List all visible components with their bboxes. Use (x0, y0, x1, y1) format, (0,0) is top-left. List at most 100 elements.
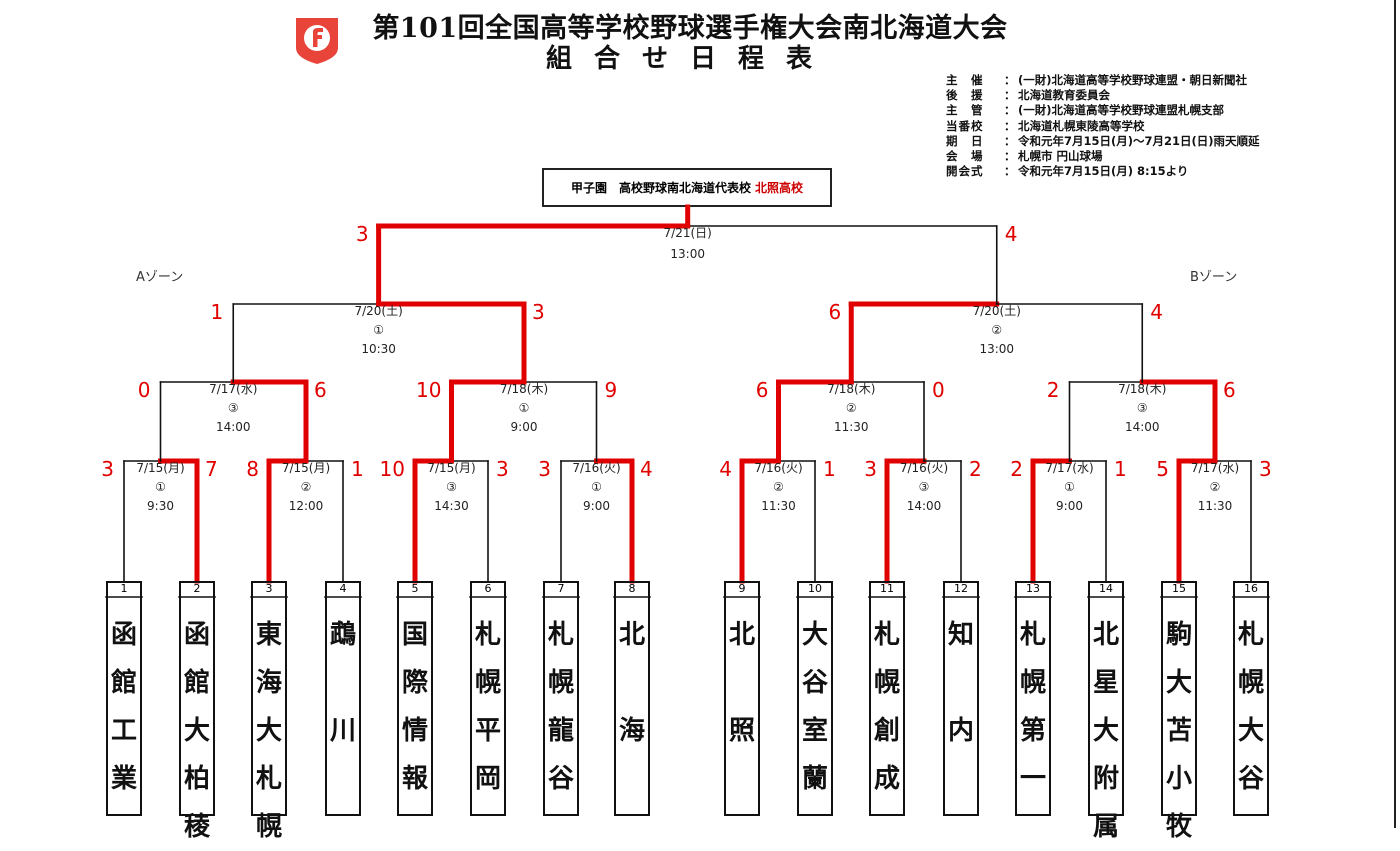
r1-match-date: 7/15(月) (136, 461, 185, 475)
zone-b-label: Bゾーン (1190, 270, 1238, 285)
r3-match-number: ② (991, 323, 1003, 337)
r1-match-date: 7/16(火) (899, 461, 949, 475)
info-label: 開会式 (946, 164, 984, 179)
info-value: 令和元年7月15日(月)～7月21日(日)雨天順延 (1018, 133, 1260, 148)
r1-score: 3 (101, 457, 114, 481)
event-info: 主 催：(一財)北海道高等学校野球連盟・朝日新聞社後 援：北海道教育委員会主 管… (946, 73, 1260, 179)
champion-label: 甲子園 高校野球南北海道代表校 (570, 181, 751, 195)
final-match-time: 13:00 (670, 247, 705, 261)
team-box (179, 581, 215, 816)
page-subtitle: 組合せ日程表 (545, 44, 834, 74)
team-box (543, 581, 579, 816)
team-box (614, 581, 650, 816)
team-box (470, 581, 506, 816)
r3-match-date: 7/20(土) (972, 304, 1021, 318)
page-edge-divider (1394, 0, 1396, 828)
r1-match-date: 7/16(火) (754, 461, 803, 475)
info-row: 主 管 ：(一財)北海道高等学校野球連盟札幌支部 (946, 103, 1260, 118)
r2-match-time: 11:30 (833, 420, 869, 434)
r1-score: 2 (1010, 457, 1023, 481)
champion-winner: 北照高校 (755, 181, 804, 195)
info-row: 会 場：札幌市 円山球場 (946, 149, 1260, 164)
r1-match-number: ② (1209, 480, 1221, 494)
zone-a-label: Aゾーン (136, 270, 184, 285)
r2-score: 0 (137, 378, 151, 402)
r1-score: 7 (205, 457, 218, 481)
info-label: 期 日 (946, 133, 984, 148)
r1-match-number: ② (773, 480, 784, 494)
team-name: 大谷室蘭 (801, 620, 828, 794)
r2-match-number: ② (845, 401, 857, 415)
team-box (1015, 581, 1051, 816)
info-value: (一財)北海道高等学校野球連盟札幌支部 (1018, 103, 1225, 118)
r3-score: 1 (210, 300, 224, 324)
r1-match-date: 7/15(月) (281, 461, 331, 475)
r1-score: 1 (1114, 457, 1127, 481)
r1-match-number: ③ (446, 480, 457, 494)
team-name: 函館工業 (110, 620, 137, 794)
team-number: 9 (738, 582, 746, 595)
r3-match-number: ① (373, 323, 384, 337)
team-name: 札幌創成 (873, 620, 900, 794)
team-name: 北 海 (618, 620, 645, 746)
r2-score: 9 (604, 378, 618, 402)
info-value: 札幌市 円山球場 (1018, 149, 1103, 164)
info-separator: ： (1004, 73, 1016, 87)
r1-match-date: 7/17(水) (1045, 461, 1094, 475)
team-name: 北 照 (728, 620, 755, 746)
team-box (1088, 581, 1124, 816)
team-box (1161, 581, 1197, 816)
info-separator: ： (1004, 149, 1016, 164)
r1-score: 3 (538, 457, 551, 481)
team-number: 3 (265, 582, 273, 595)
r3-match-time: 13:00 (979, 342, 1015, 356)
r1-score: 3 (864, 457, 877, 481)
r3-match-date: 7/20(土) (354, 304, 403, 318)
r1-match-time: 11:30 (761, 499, 796, 513)
info-separator: ： (1004, 164, 1016, 179)
info-separator: ： (1004, 133, 1016, 148)
r1-match-number: ② (300, 480, 312, 494)
info-value: 北海道教育委員会 (1018, 88, 1110, 103)
r1-match-time: 9:30 (147, 499, 174, 513)
team-box (724, 581, 760, 816)
r2-match-number: ③ (227, 401, 239, 415)
team-box (397, 581, 433, 816)
team-number: 12 (954, 582, 968, 595)
team-box (869, 581, 905, 816)
page-title: 第101回全国高等学校野球選手権大会南北海道大会 (372, 13, 1008, 44)
r2-score: 6 (1223, 378, 1236, 402)
r2-score: 10 (416, 378, 442, 402)
info-label: 主 管 (946, 103, 984, 118)
info-row: 開会式 ：令和元年7月15日(月) 8:15より (946, 164, 1260, 179)
r2-match-date: 7/18(木) (499, 382, 549, 396)
r2-match-date: 7/17(水) (209, 382, 258, 396)
r1-match-number: ③ (918, 480, 930, 494)
r2-score: 6 (314, 378, 327, 402)
r1-match-date: 7/17(水) (1190, 461, 1240, 475)
team-name: 札幌大谷 (1237, 620, 1264, 794)
team-number: 11 (880, 582, 894, 595)
team-name: 知 内 (947, 620, 974, 746)
bracket-lines (105, 204, 1270, 598)
team-box (1233, 581, 1269, 816)
info-label: 後 援 (946, 88, 984, 103)
r1-score: 4 (719, 457, 732, 481)
info-separator: ： (1004, 103, 1016, 118)
final-match-date: 7/21(日) (663, 226, 712, 240)
asahi-logo-icon (296, 18, 338, 64)
team-box (943, 581, 979, 816)
info-row: 後 援：北海道教育委員会 (946, 88, 1260, 103)
info-value: 令和元年7月15日(月) 8:15より (1018, 164, 1189, 179)
r1-match-number: ① (1064, 480, 1075, 494)
team-name: 札幌平岡 (474, 620, 501, 794)
info-label: 主 催 (946, 73, 984, 87)
final-score: 4 (1004, 222, 1018, 246)
r1-score: 5 (1156, 457, 1169, 481)
bracket-sheet: 第101回全国高等学校野球選手権大会南北海道大会 組合せ日程表 主 催：(一財)… (101, 0, 1396, 842)
team-box (106, 581, 142, 816)
r1-score: 2 (969, 457, 982, 481)
r1-score: 1 (823, 457, 836, 481)
team-name: 鵡 川 (329, 620, 356, 746)
r1-score: 3 (496, 457, 509, 481)
